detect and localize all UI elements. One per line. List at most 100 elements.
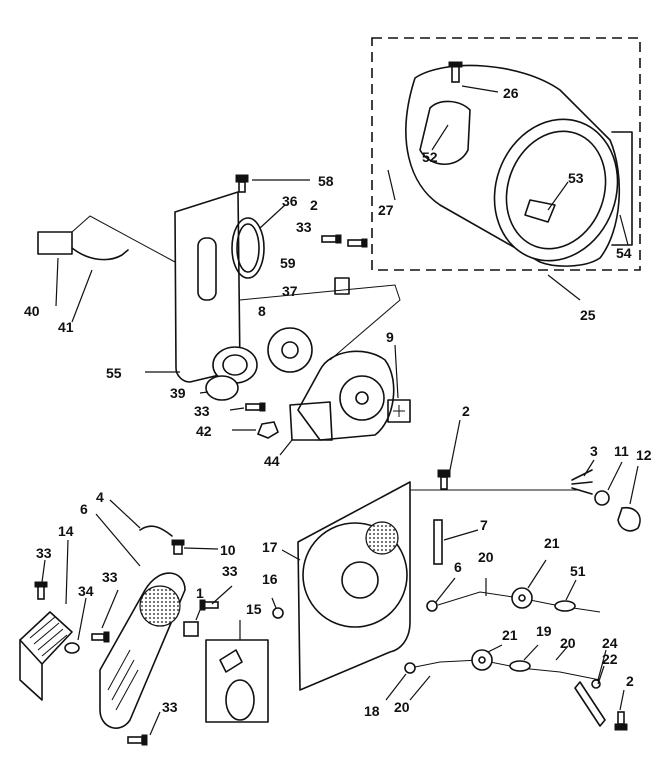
- screw-2-lower: [614, 711, 628, 731]
- callout-51: 51: [570, 563, 586, 579]
- callout-40: 40: [24, 303, 40, 319]
- drum-group-dashed-box: [371, 37, 641, 271]
- callout-20-lower: 20: [560, 635, 576, 651]
- bushing-11: [594, 490, 610, 506]
- callout-18: 18: [364, 703, 380, 719]
- thermal-fuse-symbol: [393, 405, 405, 417]
- roller-21-lower: [471, 649, 493, 671]
- callout-44: 44: [264, 453, 280, 469]
- thermal-fuse-9: [387, 399, 411, 423]
- duct-panel-lines: [107, 649, 139, 711]
- bracket-59: [334, 277, 350, 295]
- screw-2-mid: [437, 469, 451, 490]
- nut-16: [272, 607, 284, 619]
- callout-11: 11: [614, 443, 629, 459]
- kit-15-clamp: [225, 679, 255, 721]
- callout-labels: 26 52 53 27 54 25 58 36 2 33 59 40 41 37…: [24, 85, 652, 719]
- bearing-12: [617, 506, 641, 532]
- callout-42: 42: [196, 423, 212, 439]
- callout-2-mid: 2: [462, 403, 470, 419]
- drum-shell: [405, 64, 621, 267]
- callout-33-right: 33: [222, 563, 238, 579]
- callout-27: 27: [378, 202, 394, 218]
- bumper-34: [64, 642, 80, 654]
- callout-55: 55: [106, 365, 122, 381]
- screw-58: [235, 174, 249, 193]
- harness-leads: [71, 215, 176, 263]
- callout-7: 7: [480, 517, 488, 533]
- lint-screen-grille: [139, 585, 181, 627]
- callout-33-mid: 33: [194, 403, 210, 419]
- ring-18: [404, 662, 416, 674]
- callout-37: 37: [282, 283, 298, 299]
- washer-22: [591, 679, 601, 689]
- callout-33-center: 33: [102, 569, 118, 585]
- callout-33-upper: 33: [296, 219, 312, 235]
- screw-33-mid: [245, 402, 266, 412]
- front-duct-assembly: [19, 499, 269, 746]
- door-strike-14: [19, 611, 73, 665]
- screw-33-center: [91, 631, 110, 643]
- bracket-24: [574, 681, 606, 727]
- callout-2-upper: 2: [310, 197, 318, 213]
- callout-21-lower: 21: [502, 627, 518, 643]
- callout-36: 36: [282, 193, 298, 209]
- bulkhead-opening: [302, 522, 408, 628]
- callout-25: 25: [580, 307, 596, 323]
- wire-4: [139, 525, 173, 537]
- callout-16: 16: [262, 571, 278, 587]
- callout-24: 24: [602, 635, 618, 651]
- wire-harness-plug-40: [37, 231, 73, 255]
- belt-36: [231, 217, 265, 279]
- roller-21-upper: [511, 587, 533, 609]
- shaft-51: [554, 600, 576, 612]
- clip-3: [571, 469, 593, 495]
- callout-4: 4: [96, 489, 104, 505]
- pulley-37: [267, 327, 313, 373]
- belt-36-inner: [236, 223, 260, 273]
- blower-housing-9: [297, 350, 395, 441]
- shaft-19: [509, 660, 531, 672]
- roller-21-upper-hub: [518, 594, 526, 602]
- callout-41: 41: [58, 319, 74, 335]
- bulkhead-hole: [341, 561, 379, 599]
- door-strike-slats: [29, 616, 68, 657]
- drum-assembly: [371, 37, 641, 301]
- blower-hub: [355, 391, 369, 405]
- bearing-8-inner: [222, 354, 248, 376]
- idler-44: [289, 401, 333, 441]
- drum-rear-inner: [505, 130, 607, 250]
- screw-33-upper: [321, 234, 342, 244]
- callout-34: 34: [78, 583, 94, 599]
- callout-17: 17: [262, 539, 278, 555]
- screw-10: [171, 539, 185, 555]
- blower-wheel: [339, 375, 385, 421]
- glide-7: [433, 519, 443, 565]
- callout-33-bottom: 33: [162, 699, 178, 715]
- wire-harness-hose-41: [71, 247, 129, 261]
- screw-26: [448, 61, 463, 83]
- callout-12: 12: [636, 447, 652, 463]
- callout-6-mid: 6: [454, 559, 462, 575]
- callout-2-lower: 2: [626, 673, 634, 689]
- callout-1: 1: [196, 585, 204, 601]
- drum-rear-ring: [493, 118, 619, 262]
- roller-assembly: [385, 459, 641, 731]
- callout-39: 39: [170, 385, 186, 401]
- roller-21-lower-hub: [478, 656, 486, 664]
- callout-9: 9: [386, 329, 394, 345]
- drum-bracket: [524, 199, 556, 223]
- drum-baffle: [419, 100, 471, 165]
- callout-52: 52: [422, 149, 438, 165]
- screw-33-bottom: [127, 734, 148, 746]
- callout-6-left: 6: [80, 501, 88, 517]
- roller-shaft-lower: [409, 659, 601, 681]
- door-strike-14-plate: [19, 639, 43, 701]
- heater-bulkhead-assembly: [37, 174, 411, 456]
- callout-21-upper: 21: [544, 535, 560, 551]
- pulley-37-hub: [281, 341, 299, 359]
- kit-15-fitting: [219, 649, 243, 673]
- front-bulkhead-assembly: [271, 419, 580, 691]
- callout-26: 26: [503, 85, 519, 101]
